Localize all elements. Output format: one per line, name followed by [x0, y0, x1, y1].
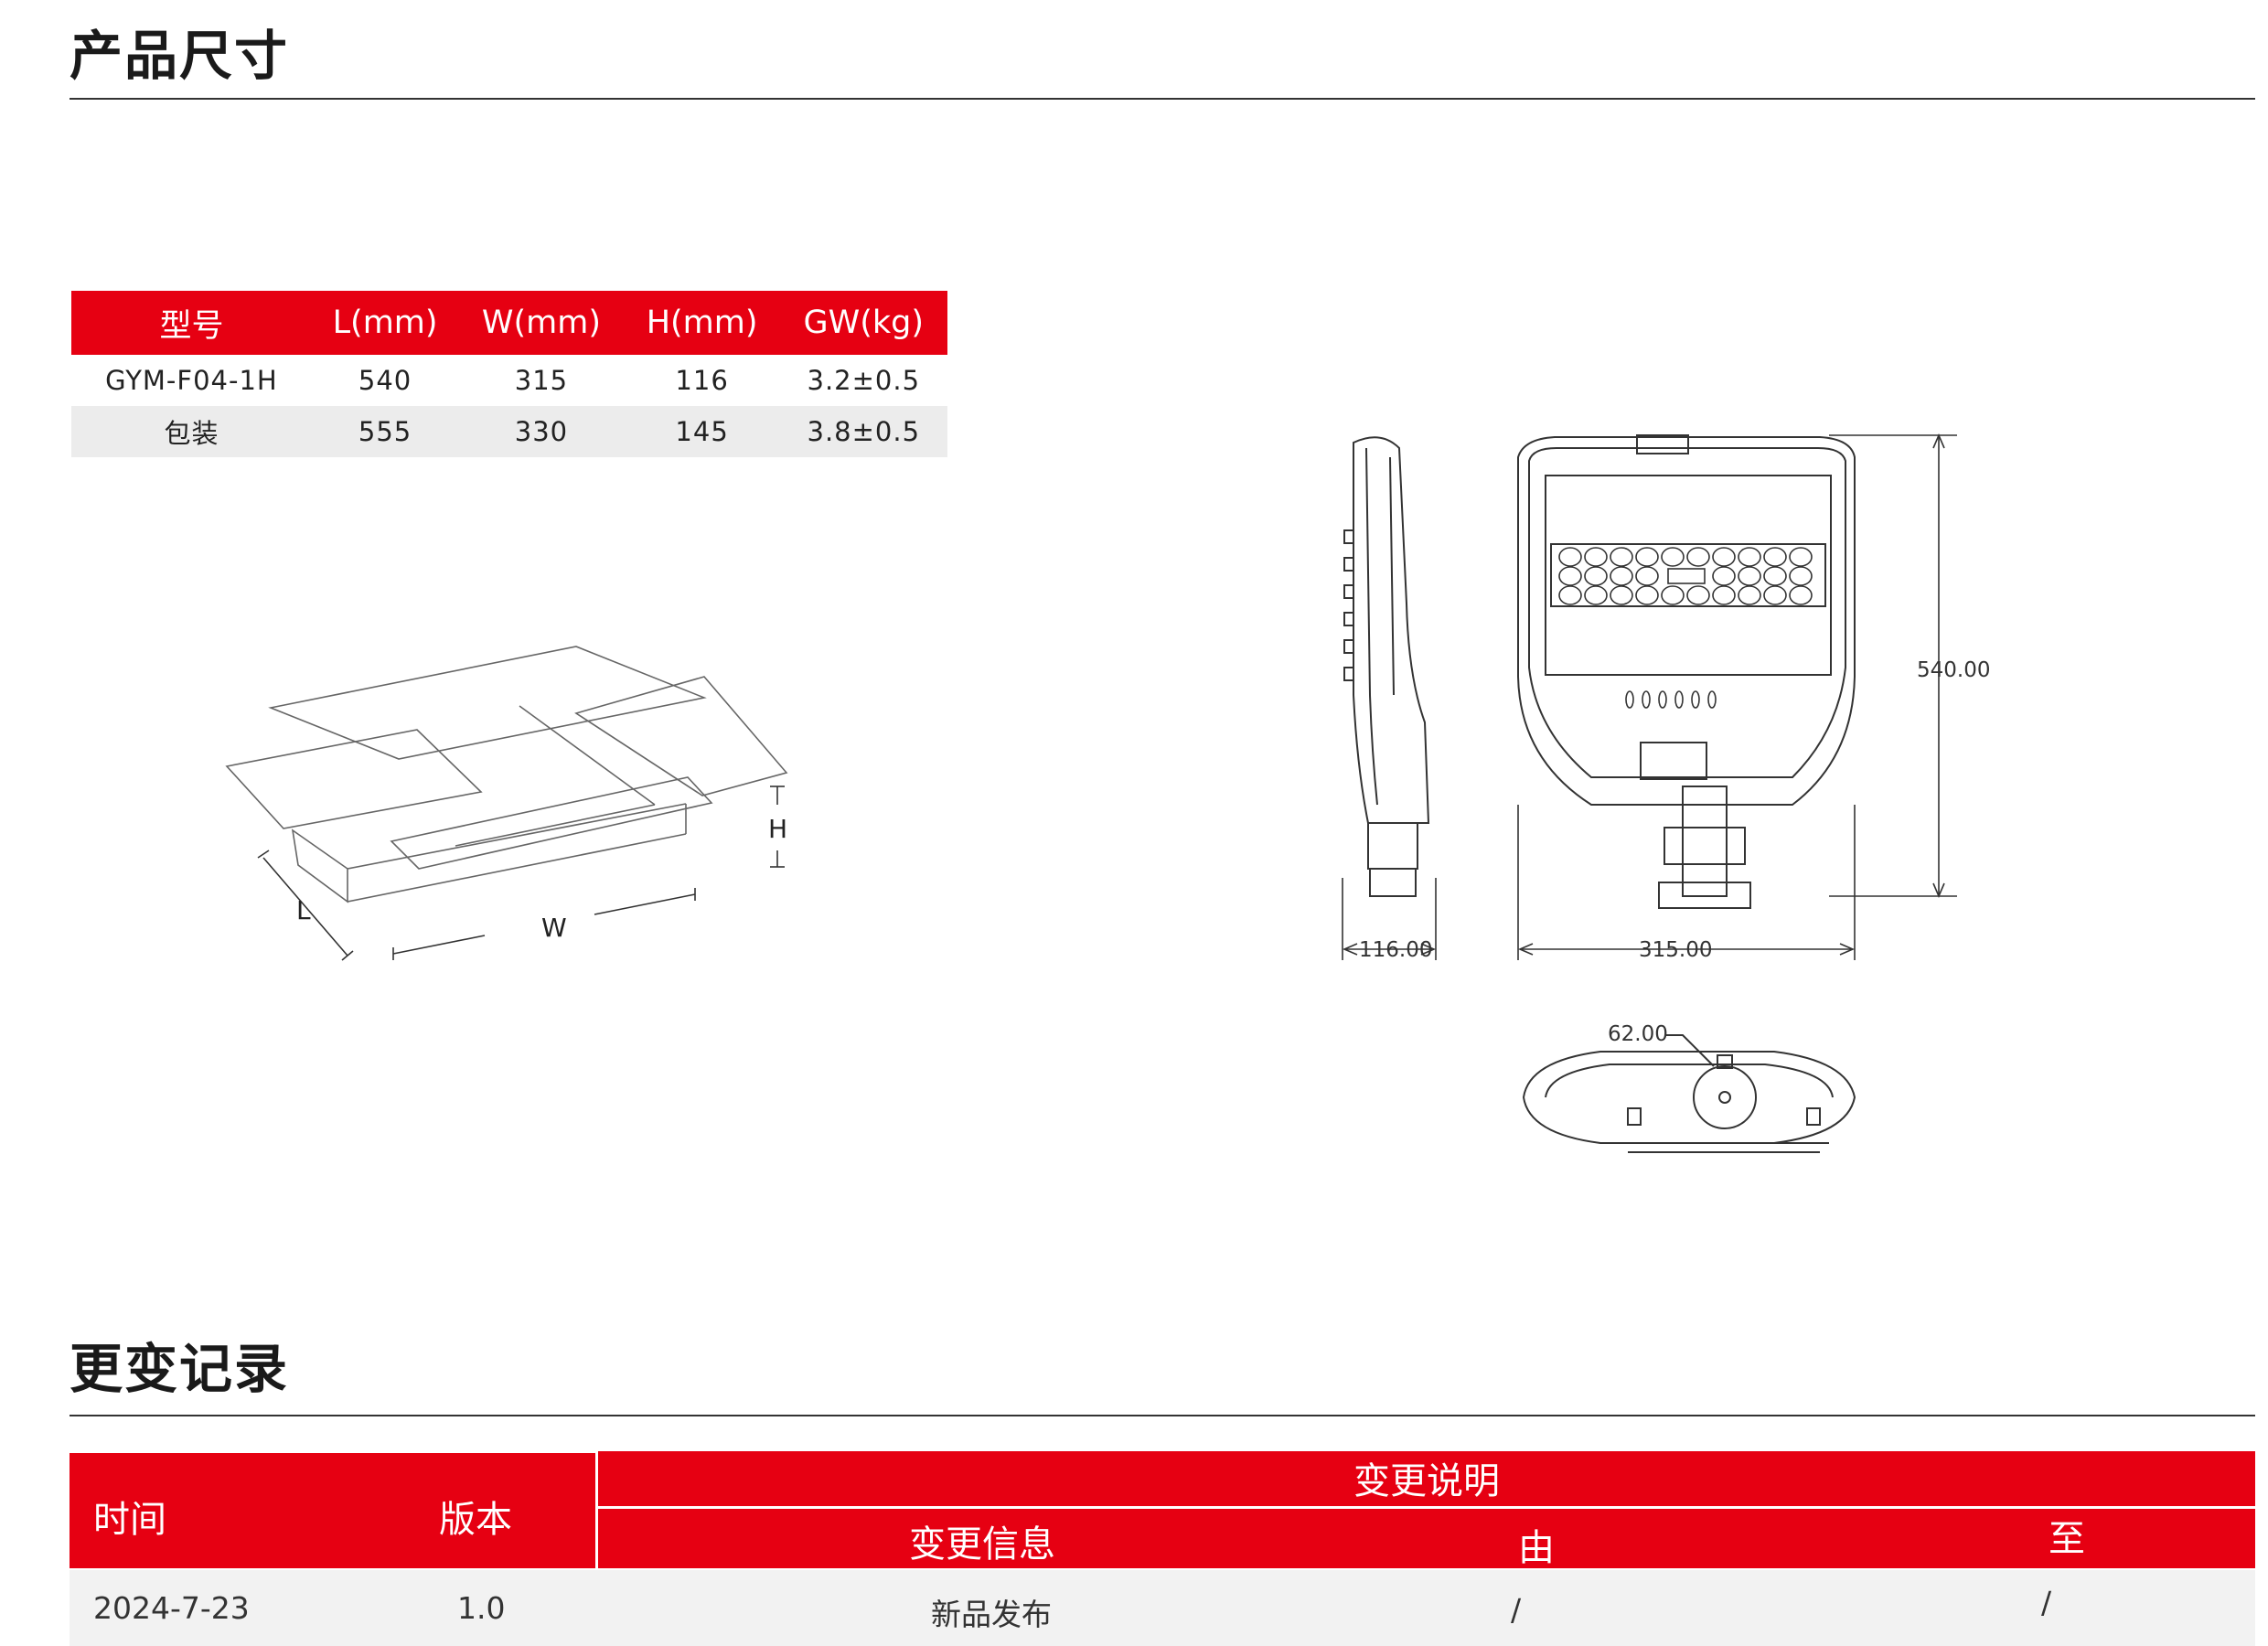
- dim-pole-label: 62.00: [1608, 1022, 1668, 1046]
- size-table-header: 型号 L(mm) W(mm) H(mm) GW(kg): [71, 291, 947, 355]
- row-time: 2024-7-23: [93, 1590, 250, 1626]
- box-dimension-diagram: L W H: [225, 646, 788, 961]
- led-array: [1558, 547, 1813, 605]
- dim-width-label: 315.00: [1639, 938, 1712, 962]
- change-log-header: 时间 版本 变更说明 变更信息 由 至: [70, 1451, 2255, 1569]
- table-row: 包装 555 330 145 3.8±0.5: [71, 406, 947, 457]
- cell-height: 145: [624, 406, 780, 457]
- side-fins: [1343, 529, 1354, 681]
- header-height: H(mm): [624, 291, 780, 355]
- vent-holes: [1625, 690, 1717, 709]
- row-from: /: [1511, 1592, 1522, 1628]
- dim-height-label: 540.00: [1917, 658, 1990, 682]
- table-row: GYM-F04-1H 540 315 116 3.2±0.5: [71, 355, 947, 406]
- cell-height: 116: [675, 365, 729, 396]
- bottom-view: [1522, 1034, 1856, 1153]
- cell-weight: 3.2±0.5: [807, 365, 921, 396]
- table-row: 2024-7-23 1.0 新品发布 / /: [70, 1570, 2255, 1646]
- cell-width: 330: [458, 406, 625, 457]
- box-label-w: W: [541, 913, 567, 943]
- section-divider: [70, 1415, 2255, 1416]
- header-from: 由: [1518, 1527, 1555, 1569]
- header-length: L(mm): [311, 291, 459, 355]
- cell-weight: 3.8±0.5: [779, 406, 947, 457]
- header-left-block: 时间 版本: [70, 1453, 595, 1568]
- header-width: W(mm): [458, 291, 625, 355]
- header-description: 变更说明: [598, 1451, 2255, 1506]
- luminaire-technical-drawing: 540.00 315.00 116.00 62.00: [1342, 433, 1990, 1153]
- header-weight: GW(kg): [779, 291, 947, 355]
- row-to: /: [2041, 1585, 2052, 1620]
- row-info: 新品发布: [931, 1597, 1052, 1632]
- box-label-l: L: [296, 895, 311, 925]
- cell-length: 555: [311, 406, 459, 457]
- dim-depth-label: 116.00: [1359, 938, 1432, 962]
- row-version: 1.0: [457, 1590, 506, 1626]
- cell-length: 540: [358, 365, 412, 396]
- header-info: 变更信息: [909, 1523, 1055, 1566]
- section-title-product-size: 产品尺寸: [70, 25, 290, 87]
- header-version: 版本: [439, 1499, 512, 1541]
- cell-model: 包装: [71, 406, 312, 457]
- section-divider: [70, 98, 2255, 100]
- header-to: 至: [2049, 1518, 2085, 1560]
- change-log-table: 时间 版本 变更说明 变更信息 由 至 2024-7-23 1.0 新品发布 /…: [70, 1451, 2255, 1646]
- header-model: 型号: [71, 291, 312, 355]
- cell-model: GYM-F04-1H: [105, 365, 278, 396]
- box-label-h: H: [768, 814, 787, 844]
- header-time: 时间: [93, 1499, 166, 1541]
- header-sub-block: 变更信息 由 至: [598, 1509, 2255, 1569]
- size-table: 型号 L(mm) W(mm) H(mm) GW(kg) GYM-F04-1H 5…: [71, 291, 947, 457]
- section-title-change-log: 更变记录: [70, 1338, 290, 1400]
- cell-width: 315: [514, 365, 569, 396]
